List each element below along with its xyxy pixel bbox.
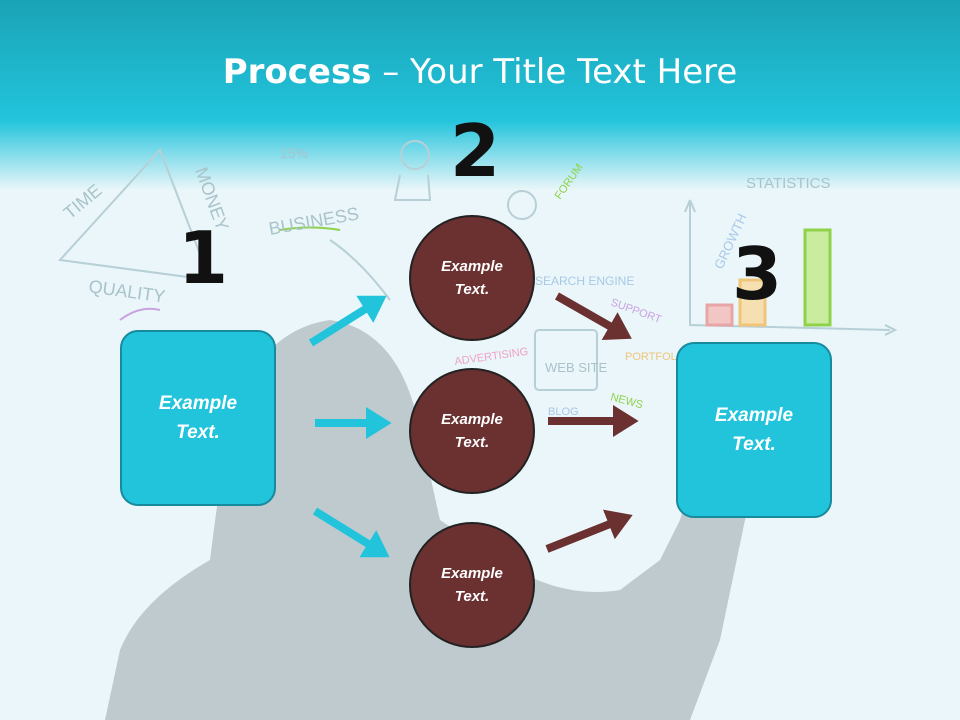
sketch-text-percent: 15% xyxy=(280,145,308,161)
sketch-text-website: WEB SITE xyxy=(545,360,607,375)
circle-top-text: Example Text. xyxy=(441,258,503,298)
sketch-text-quality: QUALITY xyxy=(87,276,166,307)
sketch-text-search-engine: SEARCH ENGINE xyxy=(535,274,634,288)
sketch-text-business: BUSINESS xyxy=(267,203,360,239)
step-2-circle-middle[interactable]: Example Text. xyxy=(409,368,535,494)
sketch-text-advertising: ADVERTISING xyxy=(454,346,529,368)
step-1-box[interactable]: Example Text. xyxy=(120,330,276,506)
title-rest: – Your Title Text Here xyxy=(371,52,738,92)
sketch-text-blog: BLOG xyxy=(548,406,579,418)
step-number-2: 2 xyxy=(450,109,501,193)
sketch-text-news: NEWS xyxy=(609,391,644,411)
sketch-text-support: SUPPORT xyxy=(609,297,663,326)
sketch-text-statistics: STATISTICS xyxy=(746,175,830,192)
slide-title: Process – Your Title Text Here xyxy=(0,52,960,92)
step-3-box[interactable]: Example Text. xyxy=(676,342,832,518)
step-number-3: 3 xyxy=(732,232,783,316)
sketch-text-portfolio: PORTFOLIO xyxy=(625,351,689,363)
step-1-text: Example Text. xyxy=(158,393,238,443)
title-bold: Process xyxy=(222,52,372,92)
step-number-1: 1 xyxy=(178,216,229,300)
circle-bottom-text: Example Text. xyxy=(441,565,503,605)
step-3-text: Example Text. xyxy=(714,405,794,455)
step-2-circle-bottom[interactable]: Example Text. xyxy=(409,522,535,648)
circle-middle-text: Example Text. xyxy=(441,411,503,451)
step-2-circle-top[interactable]: Example Text. xyxy=(409,215,535,341)
sketch-text-forum: FORUM xyxy=(553,162,586,202)
